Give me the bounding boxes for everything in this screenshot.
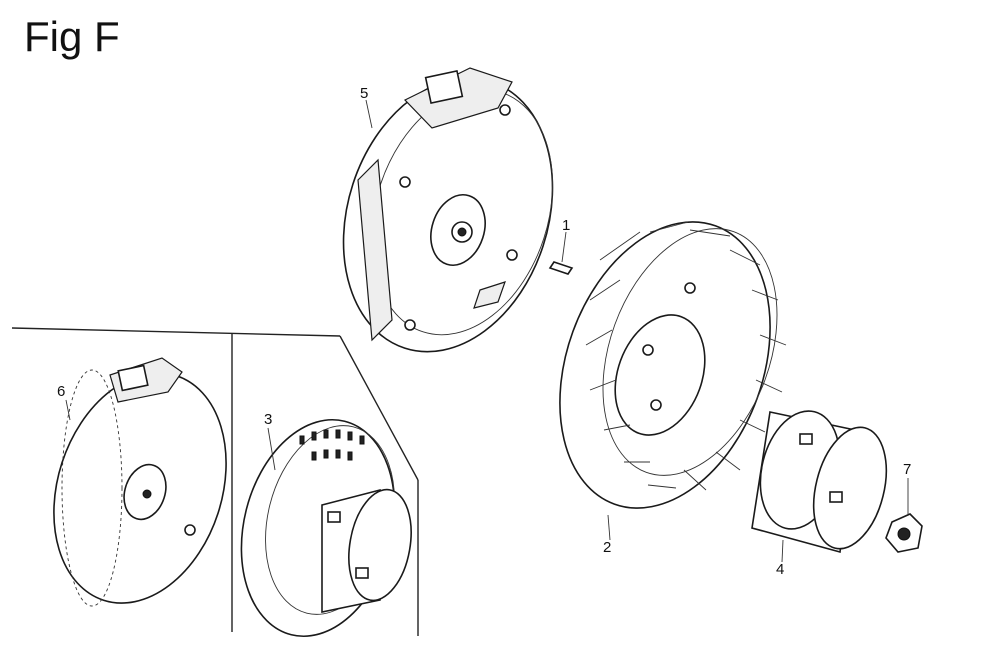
callout-1: 1 <box>562 217 570 234</box>
part-2-fan <box>559 221 787 509</box>
group-frame <box>11 327 419 636</box>
part-4-cup <box>751 410 888 554</box>
part-5-cover <box>342 67 554 353</box>
callout-5: 5 <box>360 85 368 102</box>
callout-4: 4 <box>776 561 784 578</box>
callout-2: 2 <box>603 539 611 556</box>
callout-6: 6 <box>57 383 65 400</box>
part-1-key <box>548 231 574 275</box>
callout-7: 7 <box>903 461 911 478</box>
figure-title: Fig F <box>24 13 120 60</box>
leader-lines <box>65 99 909 563</box>
part-6-cover <box>53 357 227 607</box>
part-3-pulley <box>240 418 412 638</box>
callout-3: 3 <box>264 411 272 428</box>
part-7-nut <box>885 513 923 553</box>
